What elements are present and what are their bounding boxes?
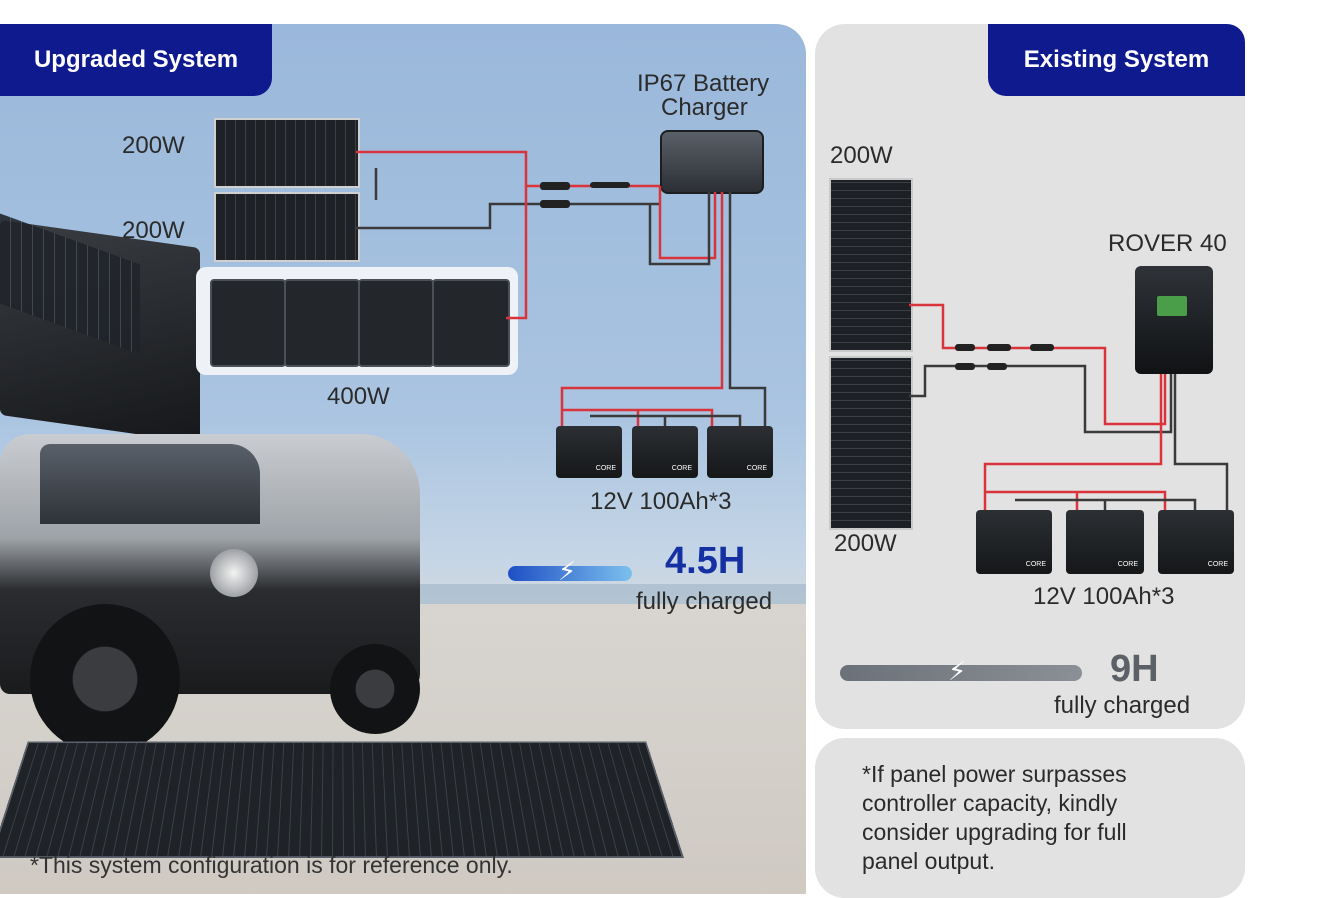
battery-tag: CORE (595, 465, 616, 472)
upgraded-charge-time: 4.5H (665, 540, 746, 582)
battery-tag: CORE (1207, 561, 1228, 568)
note-line4: panel output. (862, 848, 996, 874)
upgraded-panel-top-label: 200W (122, 132, 185, 159)
ip67-battery-charger (660, 130, 764, 194)
existing-panel-top (829, 178, 913, 352)
charger-label-line1: IP67 Battery (637, 70, 770, 97)
upgraded-battery-2: CORE (632, 426, 698, 478)
rear-wheel (330, 644, 420, 734)
existing-battery-3: CORE (1158, 510, 1234, 574)
note-line3: consider upgrading for full (862, 819, 1127, 845)
controller-label: ROVER 40 (1108, 230, 1227, 257)
note-line1: *If panel power surpasses (862, 761, 1127, 787)
upgraded-battery-1: CORE (556, 426, 622, 478)
rover-40-controller (1135, 266, 1213, 374)
existing-charge-time: 9H (1110, 648, 1159, 690)
foldable-panel-1 (210, 279, 286, 367)
upgraded-rigid-panel-bottom (214, 192, 360, 262)
existing-panel-top-label: 200W (830, 142, 893, 169)
upgraded-system-badge: Upgraded System (0, 24, 272, 96)
existing-battery-2: CORE (1066, 510, 1144, 574)
note-line2: controller capacity, kindly (862, 790, 1118, 816)
upgraded-charge-caption: fully charged (636, 588, 773, 615)
upgraded-charge-bar (508, 566, 632, 581)
foldable-panel-3 (358, 279, 434, 367)
controller-screen (1157, 296, 1187, 316)
existing-charge-bar (840, 665, 1082, 681)
battery-tag: CORE (1117, 561, 1138, 568)
lightning-icon: ⚡ (948, 656, 967, 686)
upgraded-wiring (356, 150, 767, 426)
existing-battery-1: CORE (976, 510, 1052, 574)
existing-wiring (909, 303, 1229, 510)
upgraded-rigid-panel-top (214, 118, 360, 188)
existing-battery-label: 12V 100Ah*3 (1033, 583, 1175, 610)
battery-tag: CORE (671, 465, 692, 472)
windshield (40, 444, 260, 524)
existing-panel-bottom (829, 356, 913, 530)
upgraded-battery-3: CORE (707, 426, 773, 478)
note-box: *If panel power surpasses controller cap… (815, 738, 1245, 898)
existing-charge-caption: fully charged (1054, 692, 1191, 719)
charger-label-line2: Charger (661, 94, 748, 121)
upgraded-battery-label: 12V 100Ah*3 (590, 488, 732, 515)
existing-panel-bottom-label: 200W (834, 530, 897, 557)
front-wheel (30, 604, 180, 754)
upgraded-panel-bottom-label: 200W (122, 217, 185, 244)
headlight (210, 549, 258, 597)
existing-system-badge: Existing System (988, 24, 1245, 96)
foldable-panel-label: 400W (327, 383, 390, 410)
battery-tag: CORE (746, 465, 767, 472)
lightning-icon: ⚡ (558, 556, 577, 586)
foldable-panel-4 (432, 279, 510, 367)
battery-tag: CORE (1025, 561, 1046, 568)
